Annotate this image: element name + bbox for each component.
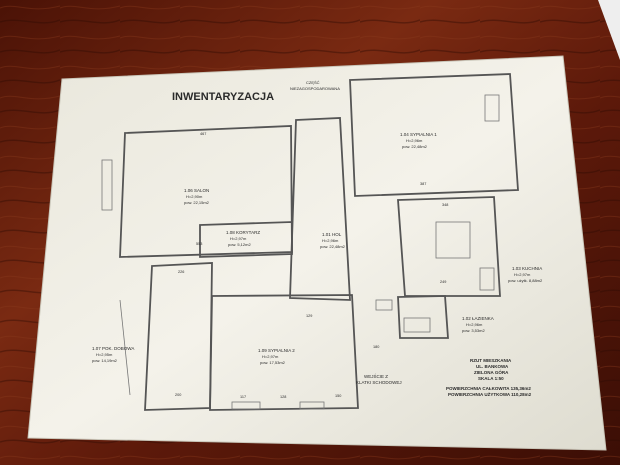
kuch-name: 1.03 KUCHNIA [512, 266, 542, 271]
dim-4: 200 [175, 393, 181, 397]
room-labels: 1.06 SALON H=2,90m pow. 22,15m2 1.04 SYP… [92, 132, 543, 365]
hol-area: pow. 22,48m2 [320, 244, 346, 249]
info-line2: UL. BANKOWA [476, 364, 509, 369]
dim-1: 467 [200, 132, 206, 136]
step-entrance [299, 401, 325, 410]
hol-h: H=2,96m [322, 238, 339, 243]
dim-2: 553 [196, 242, 202, 246]
laz-name: 1.02 ŁAZIENKA [462, 316, 494, 321]
info-block: RZUT MIESZKANIA UL. BANKOWA ZIELONA GÓRA… [446, 358, 532, 397]
entrance-label: WEJŚCIE Z [364, 372, 388, 379]
paper-corner [598, 0, 620, 60]
wall-lazienka [397, 295, 449, 339]
wall-hol [289, 117, 351, 301]
dim-10: 387 [420, 182, 426, 186]
kor-h: H=2,97m [230, 236, 247, 241]
kor-name: 1.08 KORYTARZ [226, 230, 260, 235]
common-part-label-2: NIEZAGOSPODAROWANA [290, 86, 340, 91]
stove-kuchnia [479, 267, 495, 291]
balcony-line [119, 299, 131, 396]
syp2-area: pow. 17,53m2 [260, 360, 286, 365]
pok-h: H=2,95m [96, 352, 113, 357]
dim-12: 129 [306, 314, 312, 318]
pok-name: 1.07 POK. DOBOWA [92, 346, 134, 351]
syp2-name: 1.09 SYPIALNIA 2 [258, 348, 295, 353]
salon-area: pow. 22,15m2 [184, 200, 210, 205]
salon-h: H=2,90m [186, 194, 203, 199]
window-salon [101, 159, 113, 211]
common-part-label: CZĘŚĆ [306, 80, 320, 85]
syp1-h: H=2,96m [406, 138, 423, 143]
laz-area: pow. 3,53m2 [462, 328, 485, 333]
laz-h: H=2,96m [466, 322, 483, 327]
step-entrance-2 [231, 401, 261, 410]
syp1-area: pow. 22,48m2 [402, 144, 428, 149]
info-line6: POWIERZCHNIA UŻYTKOWA 110,28m2 [448, 391, 532, 397]
walls [119, 73, 519, 411]
kuch-area: pow. użytk. 8,88m2 [508, 278, 543, 283]
dim-3: 348 [442, 203, 448, 207]
dim-9: 249 [440, 280, 446, 284]
salon-name: 1.06 SALON [184, 188, 209, 193]
dim-7: 150 [335, 394, 341, 398]
wall-sypialnia2 [209, 294, 359, 411]
paper-sheet [27, 55, 607, 451]
dim-11: 226 [178, 270, 184, 274]
door-hol [375, 299, 393, 311]
syp2-h: H=2,97m [262, 354, 279, 359]
entrance-label-2: KLATKI SCHODOWEJ [356, 380, 402, 385]
info-line4: SKALA 1:50 [478, 376, 504, 381]
kor-area: pow. 5,12m2 [228, 242, 251, 247]
kuch-h: H=2,97m [514, 272, 531, 277]
wall-kuchnia [397, 196, 501, 297]
info-line3: ZIELONA GÓRA [474, 368, 509, 375]
syp1-name: 1.04 SYPIALNIA 1 [400, 132, 437, 137]
dim-5: 128 [280, 395, 286, 399]
dimension-labels: 467 553 348 200 128 117 150 180 249 387 … [175, 132, 448, 399]
wall-sypialnia1 [349, 73, 519, 197]
wardrobe-sypialnia1 [484, 94, 500, 122]
info-line5: POWIERZCHNIA CAŁKOWITA 135,36m2 [446, 386, 531, 391]
info-line1: RZUT MIESZKANIA [470, 358, 512, 363]
bath-lazienka [403, 317, 431, 333]
dim-8: 180 [373, 345, 379, 349]
bed-kuchnia [435, 221, 471, 259]
hol-name: 1.01 HOL [322, 232, 342, 237]
plan-title: INWENTARYZACJA [172, 91, 274, 103]
pok-area: pow. 14,19m2 [92, 358, 118, 363]
fixtures [101, 94, 500, 410]
dim-6: 117 [240, 395, 246, 399]
